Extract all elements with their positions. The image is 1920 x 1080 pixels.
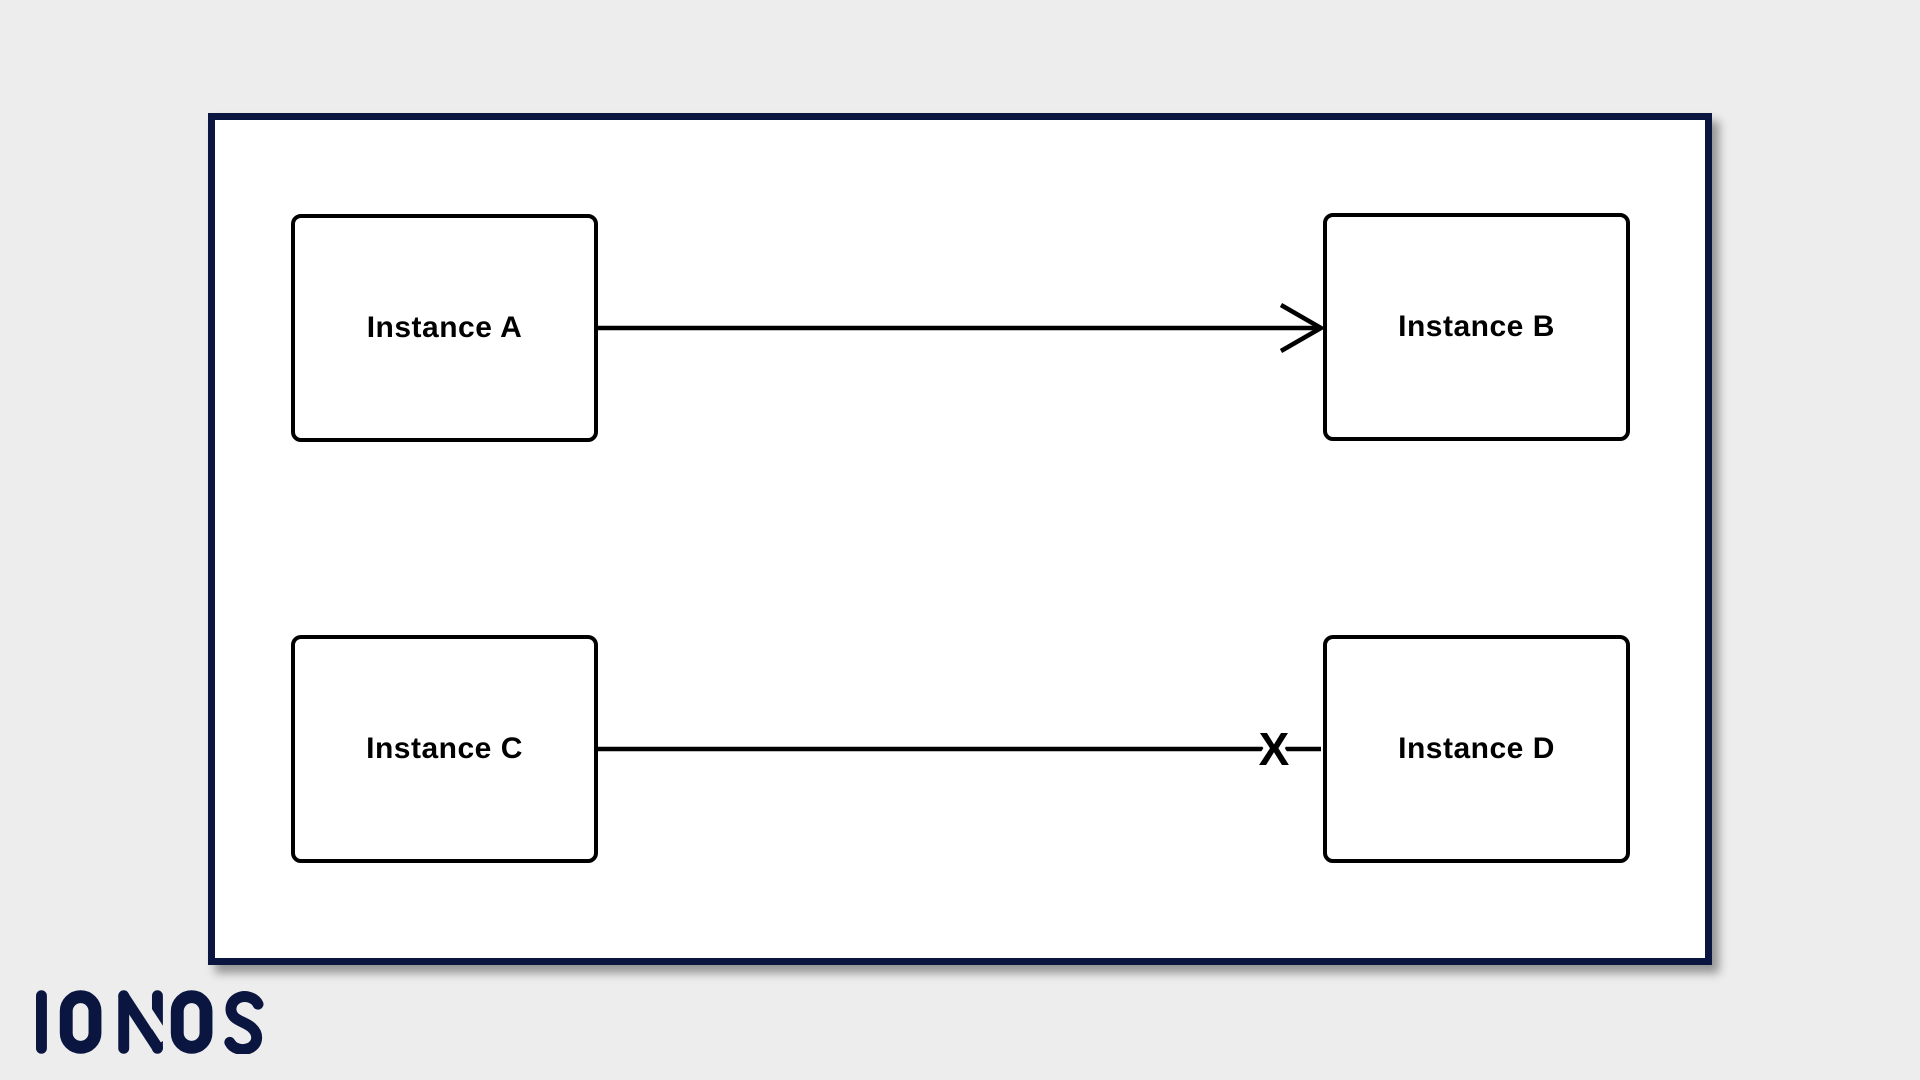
node-instance-d: Instance D [1323,635,1630,863]
node-label: Instance A [366,311,523,344]
node-label: Instance B [1398,310,1555,343]
ionos-logo-icon: IONOS [36,990,264,1054]
node-label: Instance C [366,732,523,765]
logo-letter-o1 [59,990,102,1054]
logo-letter-s [224,991,264,1054]
blocked-x-icon: X [1259,723,1290,775]
logo-letter-i [36,990,47,1054]
arrowhead-icon [1279,303,1326,353]
node-label: Instance D [1398,732,1555,765]
node-instance-a: Instance A [291,214,598,442]
diagram-area: X Instance A Instance B Instance C Insta… [215,120,1705,958]
logo-letter-n [118,990,170,1054]
edge-a-to-b [598,303,1326,353]
diagram-canvas: X Instance A Instance B Instance C Insta… [208,113,1712,965]
node-instance-c: Instance C [291,635,598,863]
ionos-logo: IONOS [36,990,264,1054]
logo-letter-o2 [170,990,213,1054]
edge-c-to-d: X [598,718,1321,781]
node-instance-b: Instance B [1323,213,1630,441]
